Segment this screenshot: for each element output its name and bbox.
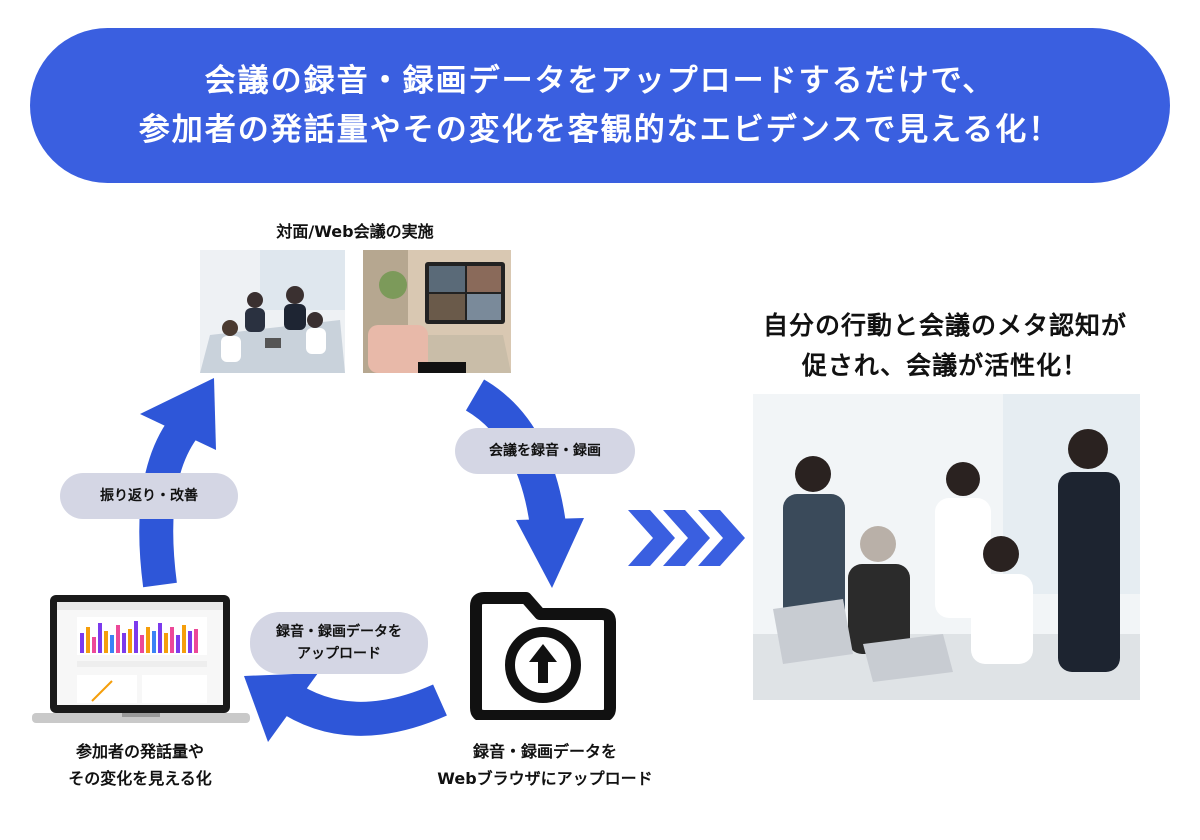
step-record-label: 会議を録音・録画 xyxy=(489,443,601,459)
step-review-pill: 振り返り・改善 xyxy=(60,473,238,519)
upload-folder-icon xyxy=(468,590,618,720)
folder-caption-line-1: 録音・録画データを xyxy=(472,742,617,761)
meeting-title: 対面/Web会議の実施 xyxy=(276,222,434,241)
banner-line-2: 参加者の発話量やその変化を客観的なエビデンスで見える化！ xyxy=(138,111,1062,148)
step-review-label: 振り返り・改善 xyxy=(100,488,198,504)
result-line-1: 自分の行動と会議のメタ認知が xyxy=(762,311,1127,340)
laptop-caption: 参加者の発話量や その変化を見える化 xyxy=(30,738,250,792)
activity-chart xyxy=(80,621,198,653)
folder-caption: 録音・録画データを Webブラウザにアップロード xyxy=(405,738,685,792)
web-meeting-photo xyxy=(363,250,511,373)
chevron-arrows-icon xyxy=(628,510,745,566)
result-headline: 自分の行動と会議のメタ認知が 促され、会議が活性化！ xyxy=(700,306,1190,386)
laptop-icon xyxy=(32,593,250,728)
team-photo xyxy=(753,394,1140,700)
folder-caption-line-2: Webブラウザにアップロード xyxy=(437,769,653,788)
result-line-2: 促され、会議が活性化！ xyxy=(801,351,1089,380)
step-upload-label-1: 録音・録画データを xyxy=(276,624,402,640)
banner-line-1: 会議の録音・録画データをアップロードするだけで、 xyxy=(204,62,996,99)
step-record-pill: 会議を録音・録画 xyxy=(455,428,635,474)
laptop-caption-line-2: その変化を見える化 xyxy=(68,769,212,788)
header-banner: 会議の録音・録画データをアップロードするだけで、 参加者の発話量やその変化を客観… xyxy=(30,28,1170,183)
laptop-caption-line-1: 参加者の発話量や xyxy=(75,742,204,761)
step-upload-label-2: アップロード xyxy=(297,646,381,662)
in-person-meeting-photo xyxy=(200,250,345,373)
step-upload-pill: 録音・録画データを アップロード xyxy=(250,612,428,674)
